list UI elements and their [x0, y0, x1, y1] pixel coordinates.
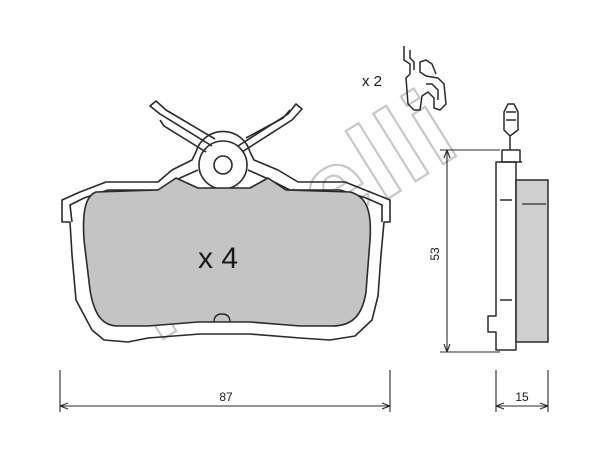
side-backing-plate	[487, 161, 517, 351]
side-clip-body	[500, 149, 522, 163]
spring-wire-right-inner	[245, 109, 291, 139]
height-dimension-value: 53	[428, 247, 442, 261]
retaining-clip	[403, 46, 447, 111]
thickness-dimension-value: 15	[515, 390, 529, 404]
clip-quantity-label: x 2	[362, 73, 382, 90]
side-friction-material	[515, 179, 549, 343]
wear-indicator-notch	[213, 313, 231, 323]
center-boss-outer	[198, 140, 248, 190]
backing-plate	[61, 130, 391, 343]
spring-wire-left	[149, 100, 216, 147]
height-dimension	[440, 149, 500, 353]
width-dimension-value: 87	[219, 390, 233, 404]
thickness-dimension	[495, 370, 549, 412]
pad-quantity-label: x 4	[198, 242, 238, 275]
spring-wire-left-inner	[159, 119, 207, 153]
center-boss-inner	[213, 155, 233, 175]
width-dimension	[59, 370, 391, 412]
backing-plate-inner-edge	[69, 169, 383, 223]
pad-front-view	[61, 100, 391, 343]
friction-material	[82, 177, 372, 327]
side-backing-inner	[500, 199, 512, 301]
side-clip-top	[503, 103, 519, 150]
